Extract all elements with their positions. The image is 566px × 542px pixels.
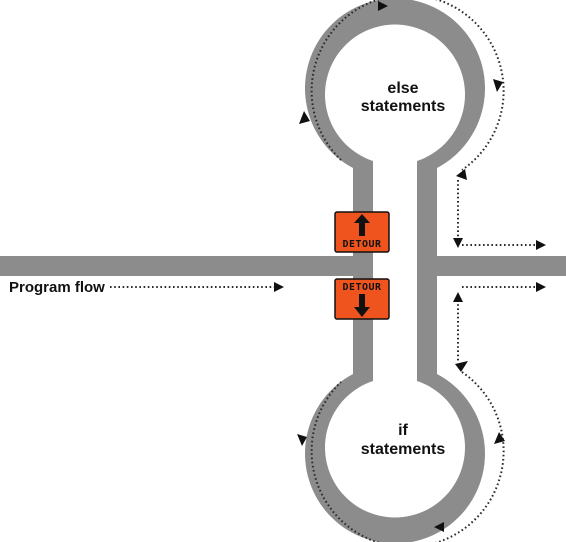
detour-sign-top: DETOUR (334, 211, 390, 253)
right-upper-vertical-arrowhead (453, 238, 463, 248)
if-loop-label-line1: if (398, 422, 408, 439)
arrow-down-icon (354, 294, 370, 317)
else-loop-label-line1: else (387, 80, 418, 97)
if-loop-arrow-4 (297, 434, 307, 446)
else-loop-arrow-1 (299, 111, 310, 124)
program-flow-label: Program flow (9, 279, 105, 296)
flow-lines (110, 0, 546, 542)
else-loop-arrow-2 (378, 1, 388, 11)
detour-sign-bottom: DETOUR (334, 278, 390, 320)
detour-sign-top-text: DETOUR (342, 239, 382, 250)
else-loop-label-line2: statements (361, 98, 446, 115)
if-loop-label-line2: statements (361, 441, 446, 458)
if-loop-arrow-2 (494, 432, 505, 444)
exit-bottom-arrowhead (536, 282, 546, 292)
exit-top-arrowhead (536, 240, 546, 250)
program-flow-arrowhead (274, 282, 284, 292)
detour-sign-bottom-text: DETOUR (342, 282, 382, 293)
if-loop-arrow-3 (434, 522, 444, 532)
else-loop-arrow-3 (493, 79, 503, 92)
right-lower-vertical-arrowhead (453, 292, 463, 302)
if-loop-arrow-1 (455, 361, 468, 372)
arrow-up-icon (354, 214, 370, 236)
else-loop-arrow-4 (456, 169, 467, 180)
